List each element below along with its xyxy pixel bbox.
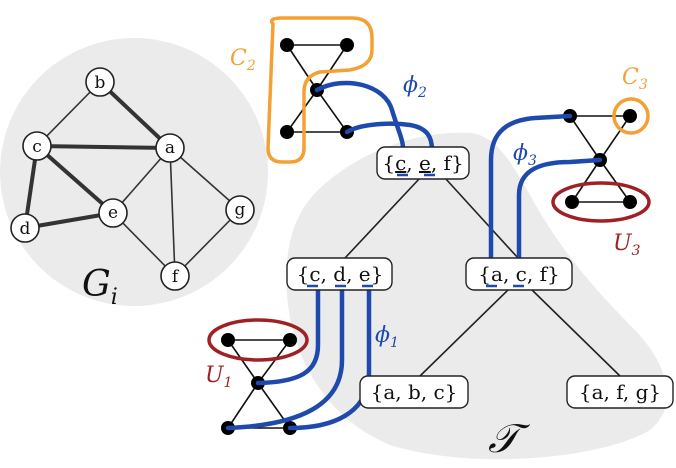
vertex-e: e	[98, 198, 128, 228]
gadget-vertex	[623, 195, 637, 209]
phi2-curve-2	[344, 121, 435, 153]
tree-edges	[344, 177, 621, 377]
vertex-label: b	[95, 73, 106, 93]
vertex-c: c	[22, 131, 52, 161]
tree-edge-right-afg	[529, 287, 621, 377]
vertex-g: g	[225, 195, 255, 225]
label-c3: C3	[622, 65, 648, 93]
vertex-label: f	[172, 267, 180, 287]
bag-leaf-afg: {a, f, g}	[566, 375, 674, 409]
tree-edge-root-left	[344, 177, 421, 259]
gadget-vertex	[623, 109, 637, 123]
vertex-d: d	[10, 213, 40, 243]
c3-outline	[612, 97, 650, 135]
vertex-label: d	[20, 219, 31, 239]
bag-left: {c, d, e}	[286, 257, 393, 291]
edge-d-e	[24, 211, 114, 230]
graph-vertices: b c a d e g f	[10, 67, 255, 291]
label-c2: C2	[230, 46, 256, 74]
c2-outline	[266, 16, 374, 164]
edge-a-g	[169, 147, 241, 211]
graph-region	[0, 38, 268, 306]
phi3-curve-2	[516, 157, 603, 261]
phi1-curve-1	[255, 285, 321, 386]
bag-root: {c, e, f}	[376, 146, 470, 180]
vertex-f: f	[160, 261, 190, 291]
bag-leaf-afg-text: {a, f, g}	[579, 380, 661, 404]
gadget-vertex	[565, 195, 579, 209]
bag-root-text: {c, e, f}	[382, 151, 463, 175]
vertex-label: a	[165, 138, 175, 158]
mappings	[225, 80, 603, 431]
edge-a-f	[169, 147, 176, 277]
tree-edge-right-abc	[419, 287, 511, 377]
edge-b-c	[36, 81, 101, 147]
vertex-a: a	[155, 133, 185, 163]
gadget-vertex	[280, 38, 294, 52]
label-phi3: ϕ3	[513, 141, 537, 169]
u1-outline	[207, 318, 309, 362]
phi1-curve-2	[225, 285, 345, 431]
gadget-vertex	[221, 333, 235, 347]
gadget-c3	[563, 109, 637, 209]
label-phi2: ϕ2	[403, 73, 427, 101]
graph-name: Gi	[82, 264, 118, 310]
gadget-c2	[280, 38, 354, 139]
edge-c-a	[36, 144, 171, 150]
bag-right: {a, c, f}	[465, 257, 573, 291]
vertex-label: g	[235, 200, 246, 220]
phi3-curve-1	[488, 113, 573, 261]
edge-c-e	[35, 144, 115, 215]
tree-edge-root-right	[444, 177, 519, 259]
gadget-vertex	[283, 333, 297, 347]
bag-leaf-abc-text: {a, b, c}	[371, 380, 458, 404]
u3-outline	[551, 181, 651, 223]
label-phi1: ϕ1	[375, 323, 399, 351]
label-u1: U1	[205, 363, 232, 391]
bag-left-text: {c, d, e}	[297, 262, 384, 286]
vertex-b: b	[85, 67, 115, 97]
phi2-curve-1	[314, 80, 406, 151]
edge-g-f	[174, 209, 241, 277]
bag-right-text: {a, c, f}	[478, 262, 559, 286]
vertex-label: c	[32, 137, 42, 157]
vertex-label: e	[108, 203, 118, 223]
gadget-vertex	[340, 38, 354, 52]
label-u3: U3	[613, 231, 641, 259]
bag-leaf-abc: {a, b, c}	[359, 375, 469, 409]
gadget-vertex	[280, 125, 294, 139]
edge-b-a	[98, 80, 172, 150]
